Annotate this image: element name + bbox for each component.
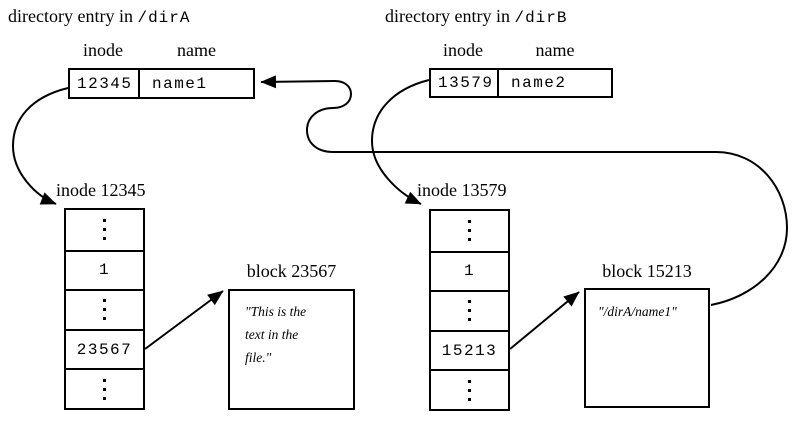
dirA-entry-title: directory entry in /dirA [8,6,190,27]
block15213-label: block 15213 [602,261,692,281]
inode-row-ellipsis [431,211,508,251]
inode12345-block-pointer-cell: 23567 [66,328,143,369]
vertical-ellipsis-icon [468,297,471,324]
block15213-contents: "/dirA/name1" [586,290,708,323]
vertical-ellipsis-icon [468,377,471,404]
dirA-inode-cell: 12345 [70,70,140,97]
dirA-inode-column-header: inode [83,40,123,60]
dirB-entry-title: directory entry in /dirB [385,6,567,27]
vertical-ellipsis-icon [103,296,106,323]
block23567-contents: "This is the text in the file." [230,291,353,369]
dirA-entry-table: 12345 name1 [68,68,255,99]
dirB-name-cell: name2 [511,74,567,92]
dirB-name-column-header: name [535,40,575,60]
dirA-entry-title-text: directory entry in [8,6,133,26]
dirA-path-label: /dirA [137,9,191,27]
block-text-line: text in the [245,327,299,342]
inode12345-label: inode 12345 [56,180,146,200]
dirB-entry-title-text: directory entry in [385,6,510,26]
dirB-entry-table: 13579 name2 [429,68,613,98]
inode13579-table: 1 15213 [429,209,510,411]
dirB-inode-column-header: inode [443,40,483,60]
block-text-line: "/dirA/name1" [598,304,677,319]
inode12345-link-count-cell: 1 [66,249,143,290]
vertical-ellipsis-icon [103,216,106,243]
dirB-path-label: /dirB [514,9,568,27]
vertical-ellipsis-icon [103,376,106,403]
inode13579-link-count-cell: 1 [431,250,508,291]
inode-row-ellipsis [431,290,508,330]
block23567-label: block 23567 [246,261,337,281]
inode13579-block-pointer-cell: 15213 [431,329,508,370]
dirB-inode-cell: 13579 [431,70,499,96]
inode13579-label: inode 13579 [417,180,507,200]
inode-row-ellipsis [66,368,143,408]
block15213-box: "/dirA/name1" [584,288,710,408]
arrow-inode12345-to-block23567 [144,290,224,350]
vertical-ellipsis-icon [468,217,471,244]
inode12345-table: 1 23567 [64,208,145,410]
inode-row-ellipsis [431,369,508,409]
dirA-name-column-header: name [177,40,216,60]
block23567-box: "This is the text in the file." [228,289,355,410]
block-text-line: "This is the [245,304,307,319]
arrow-inode13579-to-block15213 [509,291,580,350]
block-text-line: file." [245,350,272,365]
inode-row-ellipsis [66,210,143,250]
dirA-name-cell: name1 [152,74,208,93]
inode-row-ellipsis [66,289,143,329]
